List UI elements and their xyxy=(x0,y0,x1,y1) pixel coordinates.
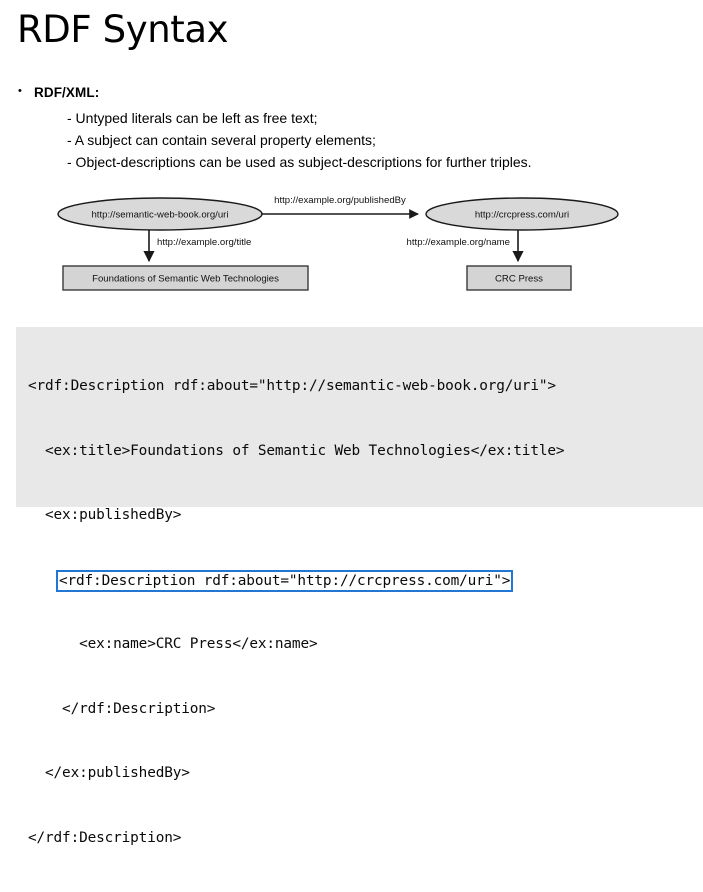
list-item: - Object-descriptions can be used as sub… xyxy=(67,153,532,170)
slide-canvas: RDF Syntax • RDF/XML: - Untyped literals… xyxy=(0,8,703,846)
node-object-ellipse xyxy=(425,197,619,231)
code-line-highlighted: <rdf:Description rdf:about="http://crcpr… xyxy=(56,569,514,592)
edge-title-label: http://example.org/title xyxy=(157,237,251,248)
code-line: <ex:title>Foundations of Semantic Web Te… xyxy=(28,442,565,459)
edge-name-label: http://example.org/name xyxy=(407,237,510,248)
list-item: - Untyped literals can be left as free t… xyxy=(67,110,318,127)
code-line-highlight-wrap: <rdf:Description rdf:about="http://crcpr… xyxy=(28,569,703,592)
code-line: </ex:publishedBy> xyxy=(28,765,190,781)
bullet-item-label: RDF/XML: xyxy=(34,85,100,100)
bullet-item-rdfxml: • RDF/XML: xyxy=(18,84,678,102)
rdf-graph-diagram: http://semantic-web-book.org/uri http://… xyxy=(0,183,703,311)
code-line: <ex:publishedBy> xyxy=(28,507,182,523)
code-line: <rdf:Description rdf:about="http://seman… xyxy=(28,378,556,394)
node-subject-label: http://semantic-web-book.org/uri xyxy=(91,210,228,221)
bullet-sub-list: - Untyped literals can be left as free t… xyxy=(67,108,678,173)
graph-svg: http://semantic-web-book.org/uri http://… xyxy=(57,195,619,291)
node-name-literal-label: CRC Press xyxy=(495,274,543,285)
edge-published-by-label: http://example.org/publishedBy xyxy=(274,195,406,206)
node-object-label: http://crcpress.com/uri xyxy=(475,210,569,221)
list-item: - A subject can contain several property… xyxy=(67,131,376,148)
code-listing: <rdf:Description rdf:about="http://seman… xyxy=(28,333,703,892)
node-name-literal-box xyxy=(466,265,572,291)
code-line: </rdf:Description> xyxy=(28,829,182,846)
page-title: RDF Syntax xyxy=(17,8,229,51)
bullet-marker-icon: • xyxy=(18,85,22,97)
code-line: <ex:name>CRC Press</ex:name> xyxy=(28,636,318,652)
bullet-list: • RDF/XML: - Untyped literals can be lef… xyxy=(18,84,678,173)
code-block: <rdf:Description rdf:about="http://seman… xyxy=(16,327,703,846)
code-line: </rdf:Description> xyxy=(28,700,216,717)
node-title-literal-label: Foundations of Semantic Web Technologies xyxy=(92,274,279,285)
node-title-literal-box xyxy=(62,265,309,291)
